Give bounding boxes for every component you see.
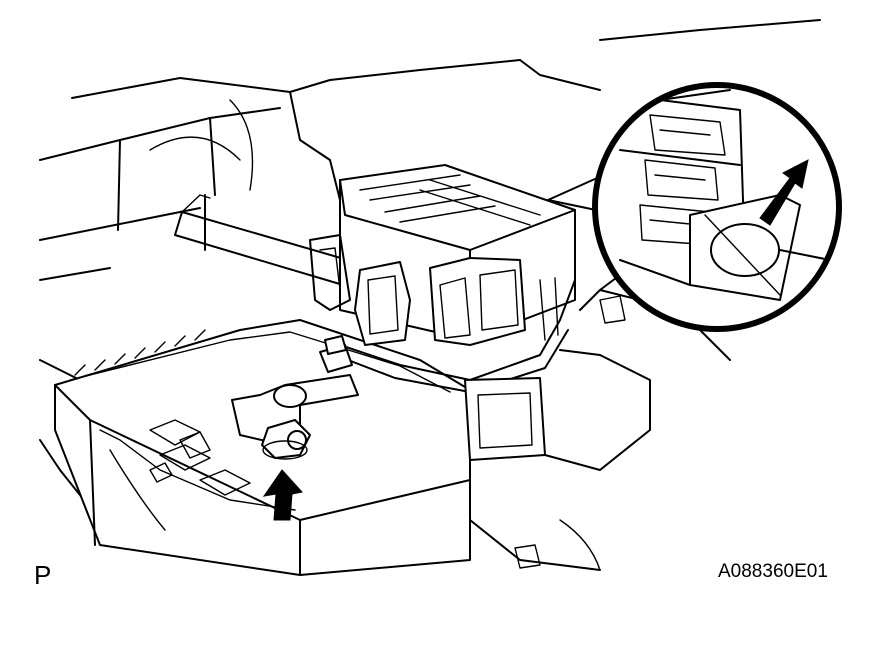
battery-terminal-clamp [231, 335, 359, 460]
hold-down-bolt [149, 431, 211, 483]
detail-magnifier-circle [547, 82, 842, 332]
figure-id: A088360E01 [718, 561, 828, 582]
battery [54, 319, 471, 576]
support-rod [174, 194, 366, 291]
junction-relay-block [309, 164, 576, 346]
view-label: P [34, 560, 52, 590]
arrow-icon [262, 469, 303, 521]
